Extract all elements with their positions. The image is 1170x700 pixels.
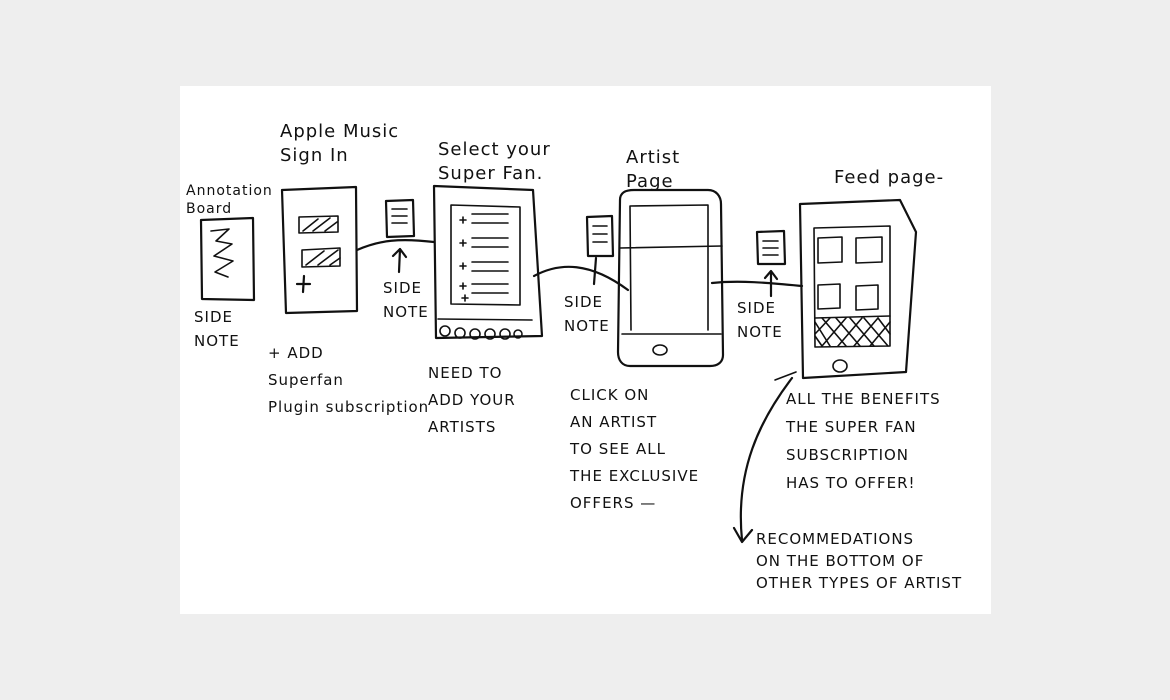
side-note-doc-icon [585,214,615,286]
click-artist-note: CLICK ON AN ARTIST TO SEE ALL THE EXCLUS… [570,386,700,512]
feed-page-title: Feed page- [834,167,945,188]
flow-connector [355,238,436,252]
flow-connector [710,280,804,288]
side-note-label-4: SIDE NOTE [737,299,783,341]
sketch-paper [180,86,991,614]
apple-music-sign-in-title: Apple Music Sign In [280,121,400,166]
recommendations-arrow [732,376,794,544]
annotation-board-frame [199,216,256,302]
feed-page-screen-frame [774,198,918,381]
side-note-doc-icon [755,229,787,298]
select-super-fan-screen-frame [432,184,544,340]
need-to-add-artists-note: NEED TO ADD YOUR ARTISTS [428,364,516,436]
side-note-label-3: SIDE NOTE [564,293,610,335]
select-super-fan-title: Select your Super Fan. [438,139,551,184]
benefits-note: ALL THE BENEFITS THE SUPER FAN SUBSCRIPT… [786,390,941,492]
sign-in-screen-frame [280,185,359,315]
annotation-board-label: Annotation Board [186,183,273,217]
side-note-doc-icon [384,198,416,274]
recommendations-note: RECOMMEDATIONS ON THE BOTTOM OF OTHER TY… [756,530,963,592]
side-note-label-2: SIDE NOTE [383,279,429,321]
flow-connector [532,265,630,292]
artist-page-title: Artist Page [626,147,681,192]
add-superfan-plugin-note: + ADD Superfan Plugin subscription [268,344,430,416]
artist-page-screen-frame [616,188,725,368]
side-note-label-1: SIDE NOTE [194,308,240,350]
